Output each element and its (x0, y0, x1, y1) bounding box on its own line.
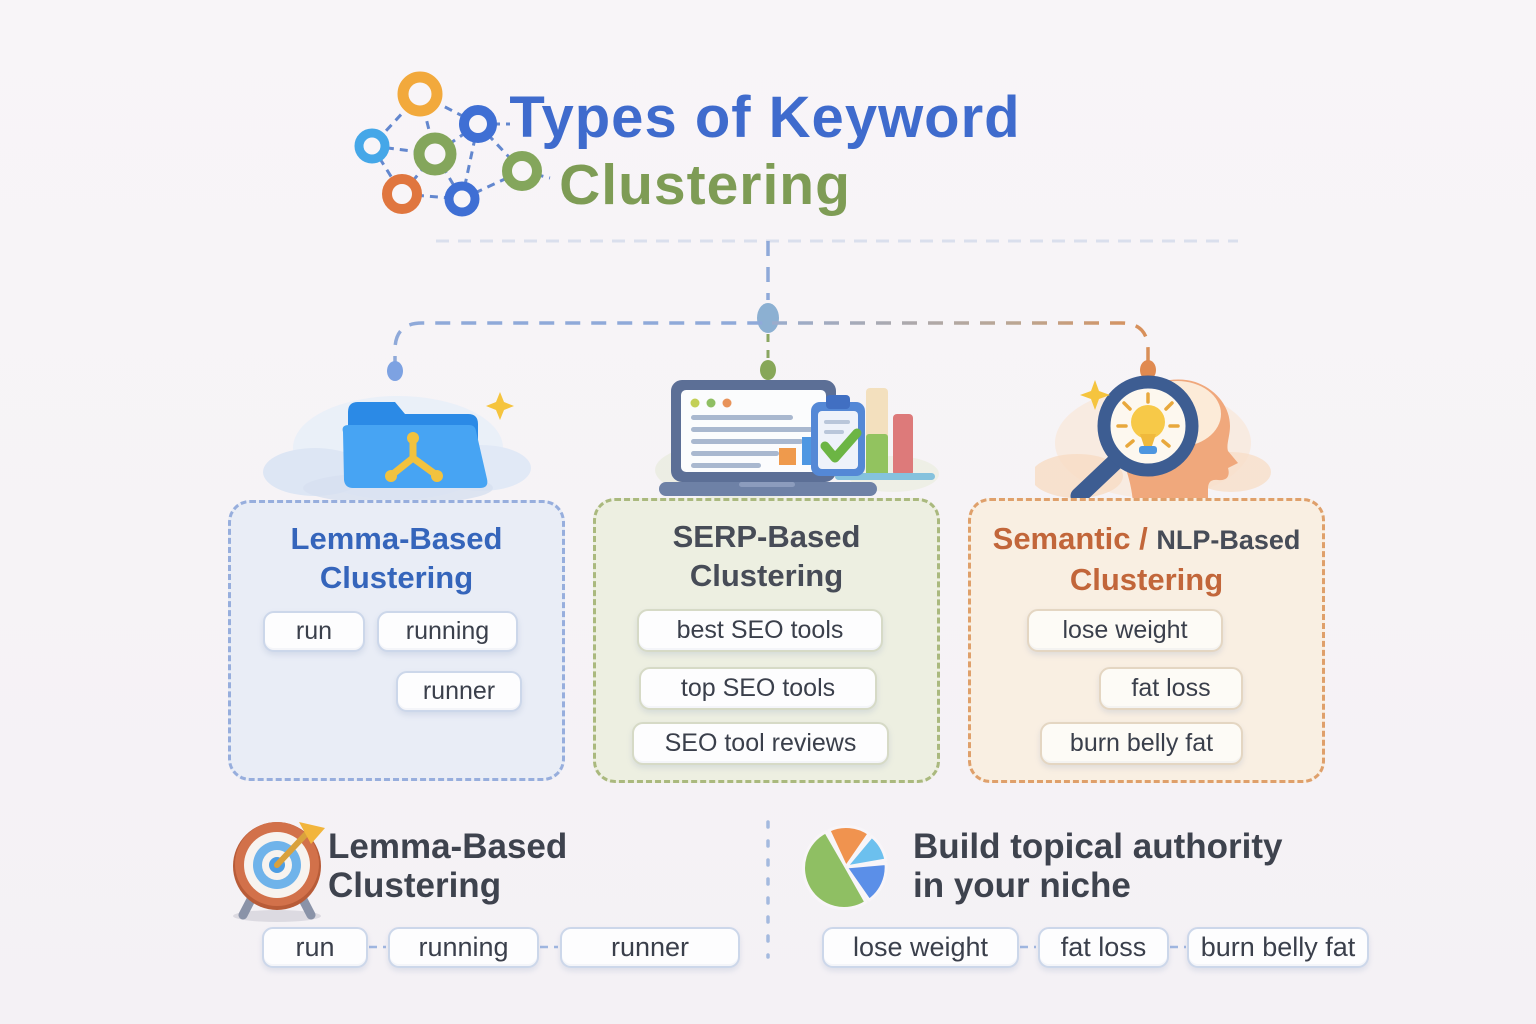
laptop-serp-icon (655, 380, 939, 500)
sparkle-icon (486, 392, 514, 420)
keyword-chip-lose-weight: lose weight (1027, 609, 1223, 652)
keyword-chip-runner: runner (396, 671, 522, 712)
pie-chart-icon (802, 825, 888, 910)
page-title-line2: Clustering (559, 153, 851, 217)
keyword-chip-burn-belly-fat: burn belly fat (1040, 722, 1243, 765)
page-title-line1: Types of Keyword (509, 85, 1021, 150)
bottom-chip-burn-belly-fat: burn belly fat (1187, 927, 1369, 968)
card-semantic-title: Semantic / NLP-Based Clustering (992, 521, 1301, 597)
bottom-chip-lose-weight: lose weight (822, 927, 1019, 968)
card-serp-title: SERP-Based Clustering (672, 519, 861, 593)
cluster-network-icon (354, 71, 551, 217)
bottom-right-title: Build topical authority in your niche (913, 827, 1283, 905)
bottom-chip-run: run (262, 927, 368, 968)
bottom-chip-running: running (388, 927, 539, 968)
keyword-chip-top-seo-tools: top SEO tools (639, 667, 877, 710)
keyword-chip-seo-tool-reviews: SEO tool reviews (632, 722, 889, 765)
bottom-left-title: Lemma-Based Clustering (328, 827, 568, 905)
folder-tree-icon (263, 392, 531, 502)
head-magnifier-icon (1035, 375, 1271, 502)
sparkle-icon (1080, 380, 1110, 410)
keyword-chip-best-seo-tools: best SEO tools (637, 609, 883, 652)
keyword-chip-running: running (377, 611, 518, 652)
keyword-chip-fat-loss: fat loss (1099, 667, 1243, 710)
bottom-chip-fat-loss: fat loss (1038, 927, 1169, 968)
card-lemma-title: Lemma-Based Clustering (290, 521, 503, 595)
bottom-chip-runner: runner (560, 927, 740, 968)
keyword-chip-run: run (263, 611, 365, 652)
target-icon (233, 822, 325, 922)
